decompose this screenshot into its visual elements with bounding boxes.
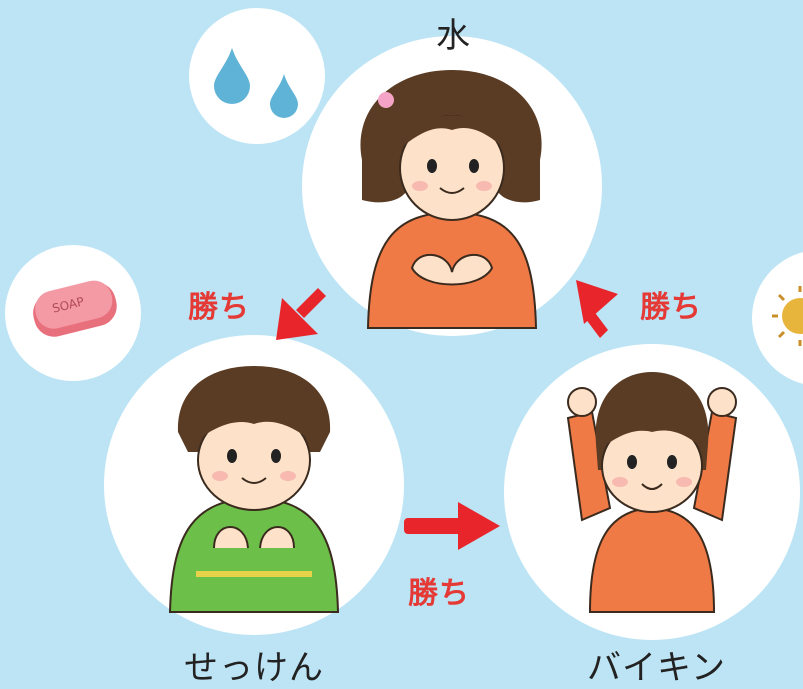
arrow-soap-to-germ <box>404 502 500 550</box>
arrow-water-to-soap <box>276 288 326 340</box>
win-label-soap-to-germ: 勝ち <box>408 576 470 611</box>
win-label-germ-to-water: 勝ち <box>640 290 702 325</box>
win-label-water-to-soap: 勝ち <box>188 290 250 325</box>
child-germ-pose <box>566 372 738 613</box>
germ-icon <box>752 252 803 384</box>
water-drops-icon <box>189 8 325 144</box>
label-soap: せっけん <box>184 648 324 688</box>
label-germ: バイキン <box>587 648 726 688</box>
soap-bar-icon <box>5 245 141 381</box>
label-water: 水 <box>436 16 471 56</box>
child-water-pose <box>360 70 542 329</box>
arrow-germ-to-water <box>576 280 618 338</box>
child-soap-pose <box>168 366 340 613</box>
